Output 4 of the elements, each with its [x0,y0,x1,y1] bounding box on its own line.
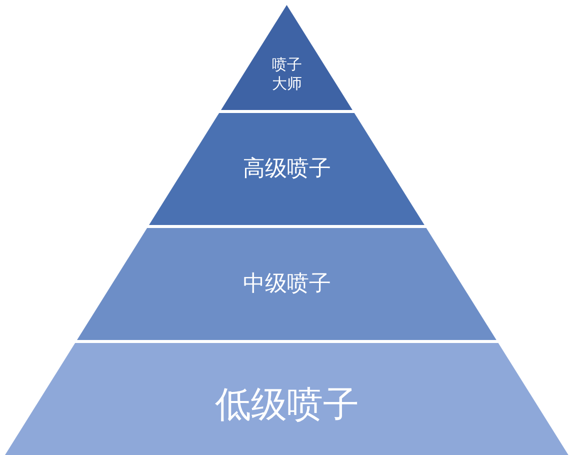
layer-label: 中级喷子 [242,270,331,298]
layer-label: 高级喷子 [242,155,331,183]
layer-label: 喷子大师 [270,56,303,94]
layer-label: 低级喷子 [214,383,359,428]
